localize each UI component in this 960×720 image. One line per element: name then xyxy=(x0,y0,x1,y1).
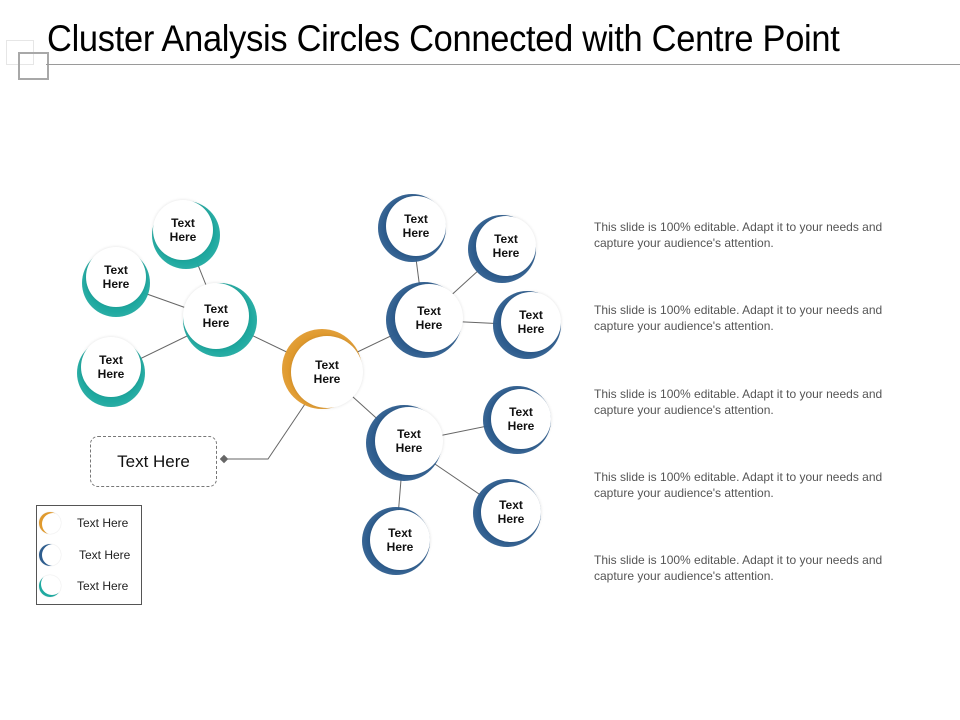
callout-anchor-dot xyxy=(219,454,229,464)
cluster-1-child-node[interactable]: Text Here xyxy=(77,337,145,407)
cluster-1-child-node-face: Text Here xyxy=(81,337,141,397)
slide-title: Cluster Analysis Circles Connected with … xyxy=(47,18,840,59)
cluster-2-hub-node-label: Text Here xyxy=(415,304,443,332)
decorative-square-dark xyxy=(18,52,49,80)
cluster-1-child-node-label: Text Here xyxy=(102,263,130,291)
cluster-3-child-node[interactable]: Text Here xyxy=(473,479,541,547)
cluster-2-child-node-label: Text Here xyxy=(492,232,520,260)
cluster-2-child-node-face: Text Here xyxy=(501,292,561,352)
cluster-3-child-node[interactable]: Text Here xyxy=(362,507,430,575)
legend-item-blue: Text Here xyxy=(39,541,130,569)
cluster-1-child-node-label: Text Here xyxy=(169,216,197,244)
cluster-2-child-node-face: Text Here xyxy=(386,196,446,256)
cluster-3-hub-node[interactable]: Text Here xyxy=(366,405,443,481)
center-node-label: Text Here xyxy=(313,358,341,386)
cluster-1-child-node-label: Text Here xyxy=(97,353,125,381)
cluster-3-hub-node-face: Text Here xyxy=(375,407,443,475)
legend-item-orange: Text Here xyxy=(39,509,128,537)
cluster-2-child-node[interactable]: Text Here xyxy=(468,215,536,283)
center-node-face: Text Here xyxy=(291,336,363,408)
cluster-2-child-node-face: Text Here xyxy=(476,216,536,276)
callout-box[interactable]: Text Here xyxy=(90,436,217,487)
description-1: This slide is 100% editable. Adapt it to… xyxy=(594,220,883,250)
cluster-2-hub-node[interactable]: Text Here xyxy=(386,282,463,358)
cluster-3-child-node-label: Text Here xyxy=(497,498,525,526)
legend-label: Text Here xyxy=(77,579,129,593)
cluster-3-child-node-face: Text Here xyxy=(491,389,551,449)
legend-swatch-teal xyxy=(39,575,61,597)
legend-label: Text Here xyxy=(77,516,129,530)
cluster-3-child-node-label: Text Here xyxy=(507,405,535,433)
title-underline xyxy=(46,64,960,65)
cluster-1-child-node-face: Text Here xyxy=(153,200,213,260)
link-callout xyxy=(224,403,306,460)
cluster-3-child-node-label: Text Here xyxy=(386,526,414,554)
legend: Text Here Text Here Text Here xyxy=(36,505,142,605)
cluster-2-child-node[interactable]: Text Here xyxy=(378,194,446,262)
description-3: This slide is 100% editable. Adapt it to… xyxy=(594,387,883,417)
center-node[interactable]: Text Here xyxy=(282,329,363,409)
legend-swatch-blue xyxy=(39,544,61,566)
cluster-3-child-node-face: Text Here xyxy=(370,510,430,570)
cluster-1-child-node-face: Text Here xyxy=(86,247,146,307)
cluster-1-hub-node-face: Text Here xyxy=(183,283,249,349)
description-4: This slide is 100% editable. Adapt it to… xyxy=(594,470,883,500)
cluster-1-hub-node-label: Text Here xyxy=(202,302,230,330)
cluster-3-hub-node-label: Text Here xyxy=(395,427,423,455)
cluster-2-child-node-label: Text Here xyxy=(402,212,430,240)
cluster-2-child-node[interactable]: Text Here xyxy=(493,291,561,359)
cluster-2-child-node-label: Text Here xyxy=(517,308,545,336)
cluster-3-child-node-face: Text Here xyxy=(481,482,541,542)
cluster-1-child-node[interactable]: Text Here xyxy=(82,247,150,317)
legend-label: Text Here xyxy=(79,548,131,562)
description-5: This slide is 100% editable. Adapt it to… xyxy=(594,553,883,583)
legend-swatch-orange xyxy=(39,512,61,534)
cluster-2-hub-node-face: Text Here xyxy=(395,284,463,352)
cluster-3-child-node[interactable]: Text Here xyxy=(483,386,551,454)
cluster-1-child-node[interactable]: Text Here xyxy=(152,200,220,269)
cluster-1-hub-node[interactable]: Text Here xyxy=(183,283,257,357)
description-2: This slide is 100% editable. Adapt it to… xyxy=(594,303,883,333)
legend-item-teal: Text Here xyxy=(39,572,128,600)
